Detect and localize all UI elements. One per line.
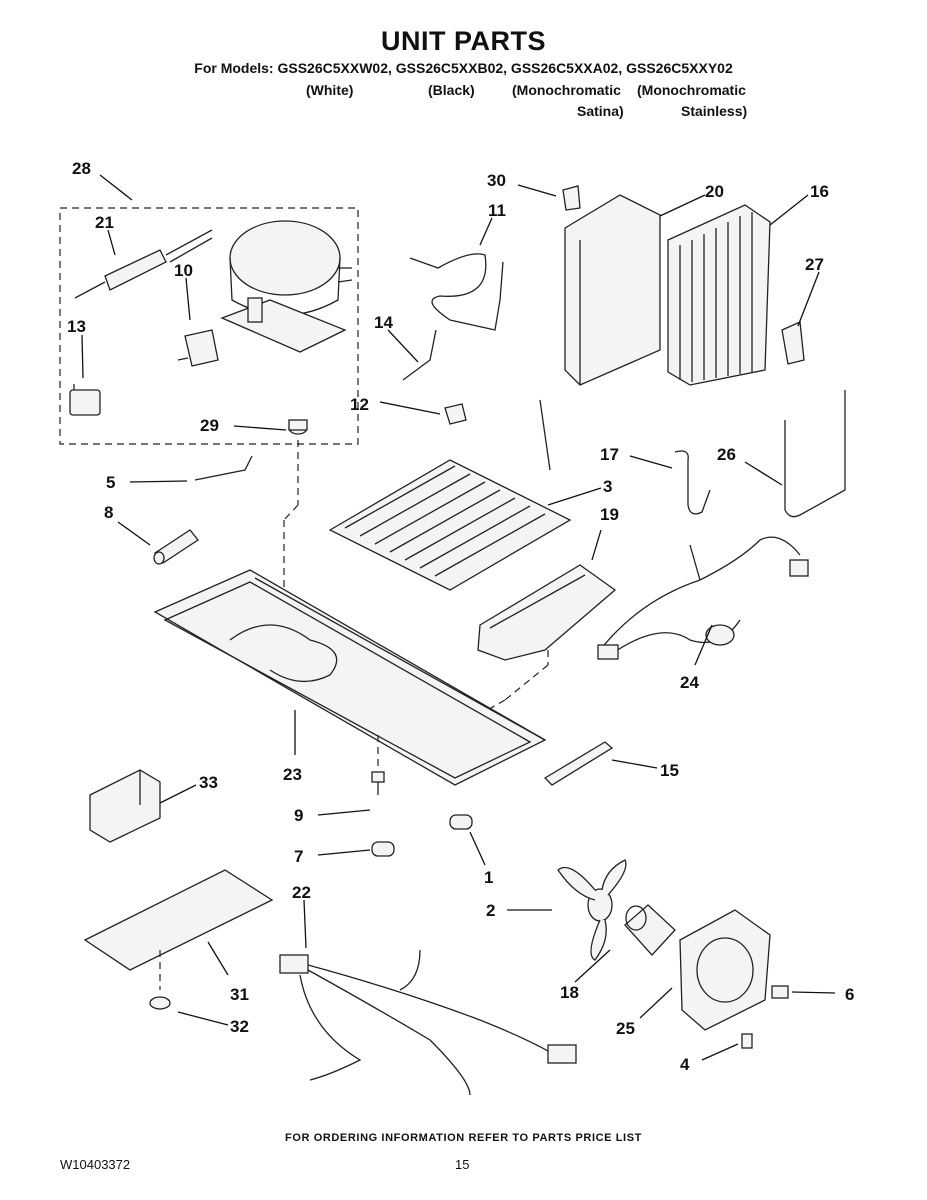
tube-insulation-part xyxy=(153,529,199,565)
models-line: For Models: GSS26C5XXW02, GSS26C5XXB02, … xyxy=(194,60,733,76)
tube-part xyxy=(409,253,504,331)
callout-2: 2 xyxy=(486,901,495,920)
callout-22: 22 xyxy=(292,883,311,902)
wire-harness-part xyxy=(597,536,809,660)
spring-part xyxy=(674,450,711,515)
clip-part xyxy=(781,321,805,365)
fan-shroud-part xyxy=(679,909,771,1031)
grommet-part xyxy=(288,419,308,435)
callout-31: 31 xyxy=(230,985,249,1004)
fan-motor-part xyxy=(624,904,676,956)
overload-part xyxy=(69,384,101,416)
condenser-part xyxy=(667,204,771,386)
wire-part xyxy=(194,455,253,481)
callout-29: 29 xyxy=(200,416,219,435)
clip-part xyxy=(444,403,467,425)
callout-10: 10 xyxy=(174,261,193,280)
wire-harness-part xyxy=(279,949,577,1096)
callout-30: 30 xyxy=(487,171,506,190)
callout-17: 17 xyxy=(600,445,619,464)
callout-33: 33 xyxy=(199,773,218,792)
callout-leaders xyxy=(81,174,836,1061)
callout-23: 23 xyxy=(283,765,302,784)
callout-19: 19 xyxy=(600,505,619,524)
callout-24: 24 xyxy=(680,673,699,692)
callout-6: 6 xyxy=(845,985,854,1004)
callout-12: 12 xyxy=(350,395,369,414)
callout-3: 3 xyxy=(603,477,612,496)
cable-tie-part xyxy=(543,741,614,786)
grommet-part xyxy=(371,841,395,857)
evaporator-coil-part xyxy=(328,399,572,591)
screw-part xyxy=(371,735,385,795)
document-number: W10403372 xyxy=(60,1157,131,1172)
base-plate-part xyxy=(153,569,547,786)
callout-8: 8 xyxy=(104,503,113,522)
grommet-part xyxy=(449,814,473,830)
dashed-guide xyxy=(504,664,549,701)
evaporator-cover-part xyxy=(564,194,661,386)
compressor-part xyxy=(220,220,353,353)
clip-part xyxy=(149,996,171,1010)
tube-part xyxy=(402,329,437,381)
screw-part xyxy=(771,985,789,999)
page-title: UNIT PARTS xyxy=(381,26,546,56)
clip-part xyxy=(562,185,581,211)
page-number: 15 xyxy=(455,1157,470,1172)
callout-14: 14 xyxy=(374,313,393,332)
callout-21: 21 xyxy=(95,213,114,232)
callout-32: 32 xyxy=(230,1017,249,1036)
fan-blade-part xyxy=(557,859,627,961)
variant-white: (White) xyxy=(306,82,354,98)
variant-black: (Black) xyxy=(428,82,475,98)
ordering-note: FOR ORDERING INFORMATION REFER TO PARTS … xyxy=(285,1132,642,1144)
screw-part xyxy=(741,1033,753,1049)
relay-part xyxy=(177,329,219,367)
compressor-group-box xyxy=(59,207,359,445)
pad-part xyxy=(83,869,274,971)
callout-11: 11 xyxy=(488,201,506,220)
tube-part xyxy=(784,390,846,518)
callout-28: 28 xyxy=(72,159,91,178)
callout-26: 26 xyxy=(717,445,736,464)
callout-25: 25 xyxy=(616,1019,635,1038)
variant-mono-satina-1: (Monochromatic xyxy=(512,82,621,98)
power-cord-box-part xyxy=(89,769,161,843)
callout-9: 9 xyxy=(294,806,303,825)
callout-15: 15 xyxy=(660,761,679,780)
callout-27: 27 xyxy=(805,255,824,274)
drier-part xyxy=(74,229,213,299)
variant-mono-stainless-2: Stainless) xyxy=(681,103,748,119)
dashed-guide xyxy=(469,699,506,721)
callout-13: 13 xyxy=(67,317,86,336)
variant-mono-satina-2: Satina) xyxy=(577,103,624,119)
callout-18: 18 xyxy=(560,983,579,1002)
callout-4: 4 xyxy=(680,1055,690,1074)
dashed-guide xyxy=(283,504,299,521)
callout-20: 20 xyxy=(705,182,724,201)
callout-5: 5 xyxy=(106,473,115,492)
callout-1: 1 xyxy=(484,868,493,887)
callout-7: 7 xyxy=(294,847,303,866)
variant-mono-stainless-1: (Monochromatic xyxy=(637,82,746,98)
drain-pan-part xyxy=(477,564,617,661)
callout-16: 16 xyxy=(810,182,829,201)
